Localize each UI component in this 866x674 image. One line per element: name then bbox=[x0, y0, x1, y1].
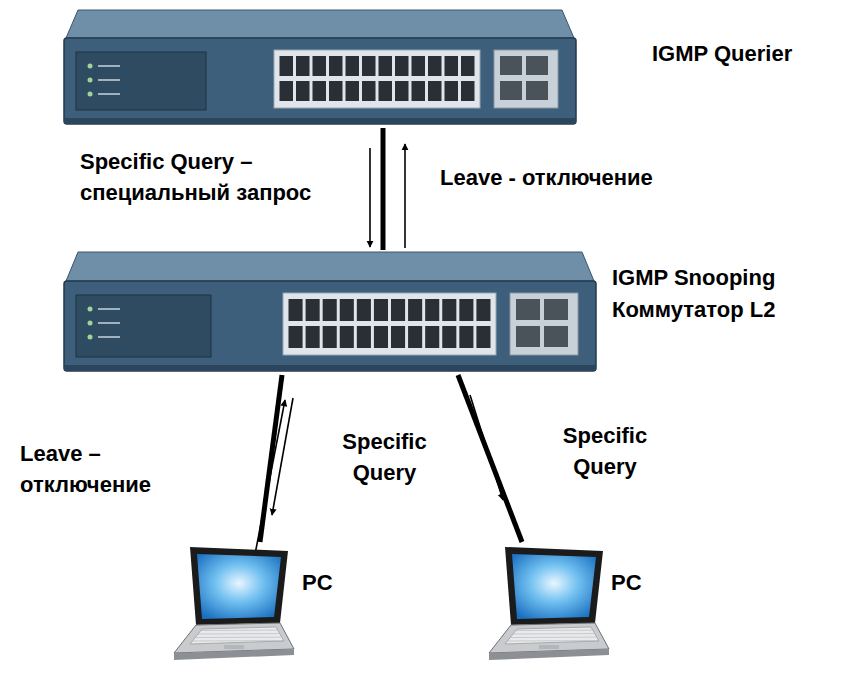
message-label: Leave - отключение bbox=[440, 162, 700, 193]
laptop-illustration bbox=[170, 545, 295, 667]
cable-line bbox=[458, 375, 522, 542]
pc-node: PC bbox=[485, 545, 610, 667]
laptop-illustration bbox=[485, 545, 610, 667]
message-arrow bbox=[369, 148, 371, 247]
message-label: Specific Query – специальный запрос bbox=[80, 146, 330, 208]
cable-line bbox=[381, 128, 386, 250]
message-arrow bbox=[272, 398, 293, 515]
message-label: Leave – отключение bbox=[20, 438, 180, 500]
device-label: PC bbox=[611, 567, 642, 599]
switch-node: IGMP Querier bbox=[60, 8, 580, 128]
device-label: IGMP Snooping Коммутатор L2 bbox=[612, 262, 862, 326]
switch-node: IGMP Snooping Коммутатор L2 bbox=[60, 250, 600, 375]
message-label: Specific Query bbox=[322, 426, 447, 488]
pc-node: PC bbox=[170, 545, 295, 667]
device-label: PC bbox=[302, 567, 333, 599]
message-label: Specific Query bbox=[540, 420, 670, 482]
switch-illustration bbox=[60, 250, 600, 375]
cable-line bbox=[260, 375, 282, 542]
message-arrow bbox=[470, 395, 503, 500]
message-arrow bbox=[404, 144, 406, 248]
switch-illustration bbox=[60, 8, 580, 128]
device-label: IGMP Querier bbox=[652, 38, 792, 70]
